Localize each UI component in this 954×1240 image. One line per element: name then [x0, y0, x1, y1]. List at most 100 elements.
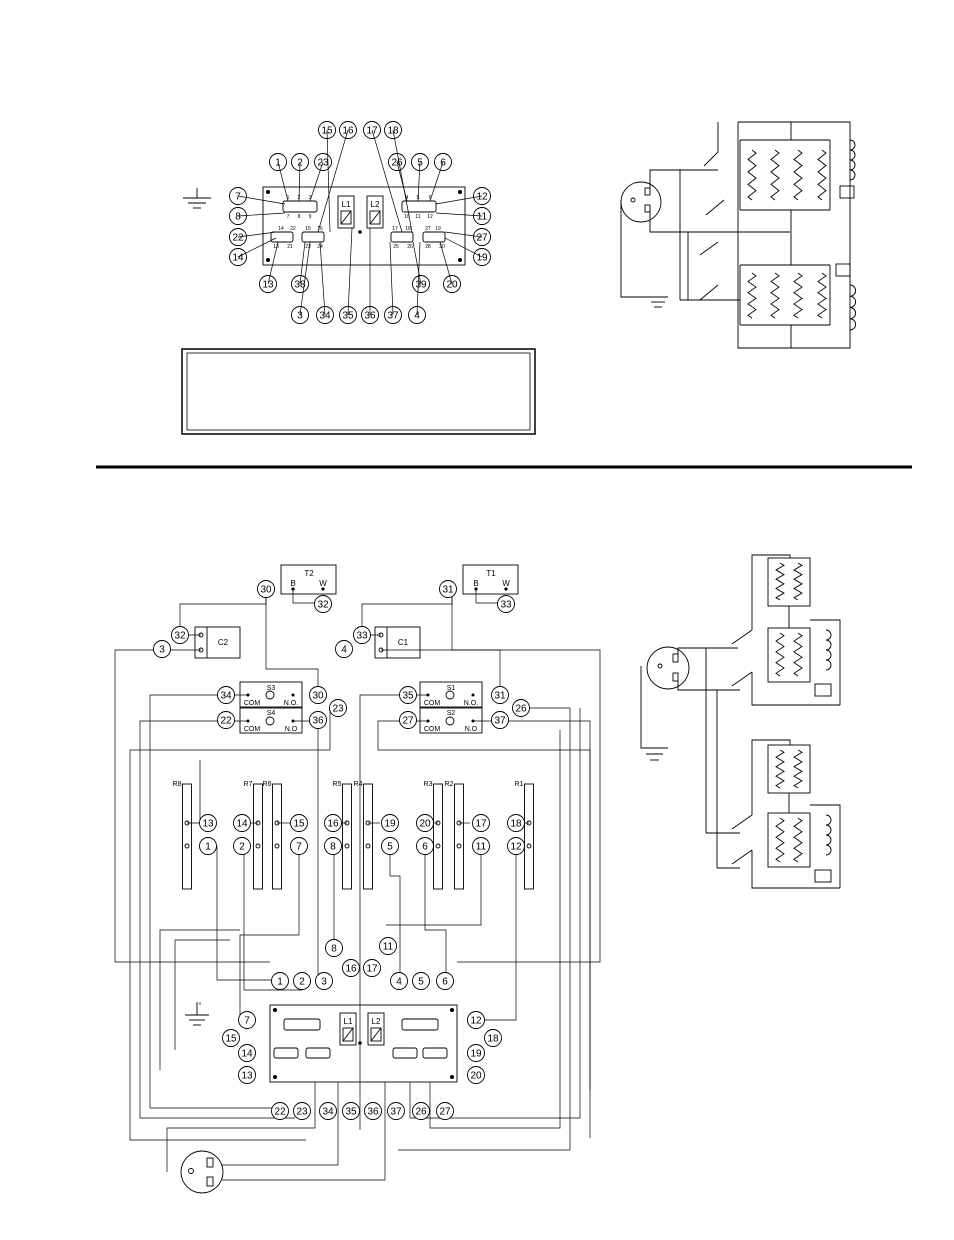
c1-label: C1 — [398, 638, 409, 647]
svg-text:27: 27 — [439, 1107, 451, 1118]
resistor-label: R1 — [515, 781, 524, 788]
callout-35: 35 — [342, 1102, 360, 1120]
pin-number: 22 — [290, 226, 296, 232]
callout-19: 19 — [467, 1044, 485, 1062]
callout-12: 12 — [467, 1011, 485, 1029]
svg-text:COM: COM — [244, 726, 261, 733]
c2-label: C2 — [218, 638, 229, 647]
svg-text:S1: S1 — [447, 685, 456, 692]
svg-text:26: 26 — [415, 1107, 427, 1118]
svg-text:1: 1 — [205, 842, 211, 853]
svg-text:27: 27 — [476, 233, 488, 244]
svg-text:17: 17 — [366, 964, 378, 975]
svg-text:15: 15 — [225, 1034, 237, 1045]
callout-11: 11 — [472, 837, 490, 855]
callout-17: 17 — [363, 959, 381, 977]
callout-4: 4 — [335, 640, 353, 658]
svg-text:38: 38 — [294, 280, 306, 291]
svg-text:7: 7 — [235, 192, 241, 203]
svg-text:22: 22 — [232, 233, 244, 244]
callout-13: 13 — [238, 1066, 256, 1084]
svg-text:33: 33 — [500, 600, 512, 611]
callout-2: 2 — [233, 837, 251, 855]
svg-text:12: 12 — [470, 1016, 482, 1027]
svg-text:36: 36 — [312, 716, 324, 727]
callout-33: 33 — [353, 626, 371, 644]
callout-14: 14 — [233, 814, 251, 832]
svg-text:19: 19 — [476, 253, 488, 264]
svg-text:20: 20 — [446, 280, 458, 291]
svg-text:36: 36 — [367, 1107, 379, 1118]
callout-5: 5 — [381, 837, 399, 855]
callout-34: 34 — [319, 1102, 337, 1120]
pin-number: 6 — [429, 195, 432, 201]
pin-number: 1 — [287, 195, 290, 201]
l1-terminal — [337, 195, 355, 229]
callout-16: 16 — [324, 814, 342, 832]
callout-11: 11 — [379, 937, 397, 955]
svg-text:30: 30 — [260, 585, 272, 596]
svg-text:3: 3 — [321, 977, 327, 988]
pin-number: 17 — [392, 226, 398, 232]
bottom-terminal-board — [269, 1004, 458, 1083]
svg-text:13: 13 — [262, 280, 274, 291]
svg-text:1: 1 — [277, 977, 283, 988]
svg-text:34: 34 — [319, 311, 331, 322]
callout-13: 13 — [199, 814, 217, 832]
resistor-label: R5 — [333, 781, 342, 788]
svg-text:34: 34 — [220, 691, 232, 702]
svg-text:7: 7 — [296, 842, 302, 853]
callout-23: 23 — [293, 1102, 311, 1120]
callout-27: 27 — [399, 711, 417, 729]
svg-text:16: 16 — [342, 126, 354, 137]
resistor-label: R8 — [173, 781, 182, 788]
pin-number: 20 — [439, 244, 445, 250]
svg-text:20: 20 — [419, 819, 431, 830]
pin-number: 11 — [415, 214, 420, 220]
svg-text:17: 17 — [475, 819, 487, 830]
resistor-bar-r4 — [363, 783, 373, 890]
resistor-label: R3 — [424, 781, 433, 788]
callout-20: 20 — [416, 814, 434, 832]
pin-number: 14 — [278, 226, 284, 232]
svg-text:2: 2 — [299, 977, 305, 988]
svg-text:33: 33 — [356, 631, 368, 642]
callout-7: 7 — [290, 837, 308, 855]
callout-22: 22 — [271, 1102, 289, 1120]
callout-32: 32 — [314, 595, 332, 613]
svg-text:35: 35 — [342, 311, 354, 322]
svg-text:11: 11 — [383, 942, 394, 953]
pin-number: 23 — [305, 244, 311, 250]
svg-text:5: 5 — [418, 977, 424, 988]
svg-text:32: 32 — [317, 600, 329, 611]
power-plug — [180, 1150, 224, 1194]
resistor-bar-r3 — [433, 783, 443, 890]
svg-text:12: 12 — [510, 842, 522, 853]
t2-label: T2 — [304, 569, 314, 578]
callout-26: 26 — [512, 699, 530, 717]
callout-4: 4 — [390, 972, 408, 990]
callout-1: 1 — [199, 837, 217, 855]
svg-text:22: 22 — [220, 716, 232, 727]
svg-text:8: 8 — [331, 944, 337, 955]
svg-text:23: 23 — [332, 704, 344, 715]
callout-12: 12 — [507, 837, 525, 855]
callout-7: 7 — [238, 1011, 256, 1029]
svg-text:8: 8 — [330, 842, 336, 853]
callout-18: 18 — [507, 814, 525, 832]
svg-text:37: 37 — [494, 716, 506, 727]
callout-36: 36 — [364, 1102, 382, 1120]
resistor-bar-r2 — [454, 783, 464, 890]
svg-text:37: 37 — [390, 1107, 402, 1118]
c2-capacitor — [194, 626, 241, 659]
svg-text:7: 7 — [244, 1016, 250, 1027]
pin-number: 16 — [317, 226, 323, 232]
svg-text:12: 12 — [476, 192, 488, 203]
pin-number: 7 — [287, 214, 290, 220]
pin-number: 9 — [309, 214, 312, 220]
s1-switch — [419, 681, 483, 708]
pin-number: 18 — [405, 226, 411, 232]
svg-text:19: 19 — [384, 819, 396, 830]
svg-text:5: 5 — [387, 842, 393, 853]
